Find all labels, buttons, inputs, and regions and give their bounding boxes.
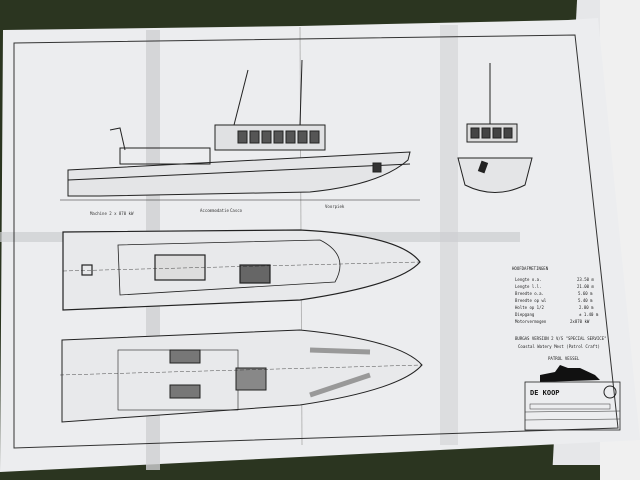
lower-deck-plan (59, 329, 423, 423)
svg-text:Holte op 1/2: Holte op 1/2 (515, 305, 544, 310)
title-block: DE KOOP (524, 365, 621, 431)
dim-label: Machine 2 x 870 kW (90, 211, 134, 216)
svg-text:Accommodatie: Accommodatie (200, 208, 229, 213)
note-title: PATROL VESSEL (548, 356, 580, 361)
main-deck-plan (62, 229, 421, 311)
svg-text:2.80 m: 2.80 m (579, 305, 594, 310)
dimension-labels: Machine 2 x 870 kW Accommodatie Casco Vo… (90, 204, 345, 216)
svg-text:5.40 m: 5.40 m (578, 298, 593, 303)
svg-text:Lengte l.l.: Lengte l.l. (515, 284, 542, 289)
spec-rows: Lengte o.a. 23.50 m Lengte l.l. 21.00 m Br… (515, 277, 599, 324)
front-view (457, 63, 533, 193)
ship-silhouette (540, 365, 600, 382)
note-version: BURGAS VERSION 2 V/S "SPECIAL SERVICE" (515, 336, 607, 341)
svg-text:21.00 m: 21.00 m (577, 284, 594, 289)
note-type: Coastal Watery Mest (Patrol Craft) (518, 344, 600, 349)
spec-heading: HOOFDAFMETINGEN (512, 266, 549, 271)
specifications-table: HOOFDAFMETINGEN Lengte o.a. 23.50 m Lengt… (512, 266, 607, 361)
side-profile-view (60, 59, 420, 201)
company-name: DE KOOP (530, 389, 560, 397)
svg-text:Breedte op wl: Breedte op wl (515, 298, 547, 303)
svg-text:± 1.40 m: ± 1.40 m (579, 312, 599, 317)
svg-text:Motorvermogen: Motorvermogen (515, 319, 547, 324)
svg-text:Casco: Casco (230, 208, 243, 213)
svg-text:Diepgang: Diepgang (515, 312, 535, 317)
svg-text:Voorpiek: Voorpiek (325, 204, 345, 209)
svg-text:Breedte o.a.: Breedte o.a. (515, 291, 544, 296)
svg-text:23.50 m: 23.50 m (577, 277, 594, 282)
svg-text:5.60 m: 5.60 m (578, 291, 593, 296)
svg-text:2x870 kW: 2x870 kW (570, 319, 590, 324)
svg-text:Lengte o.a.: Lengte o.a. (515, 277, 542, 282)
drawing-border (13, 34, 619, 449)
